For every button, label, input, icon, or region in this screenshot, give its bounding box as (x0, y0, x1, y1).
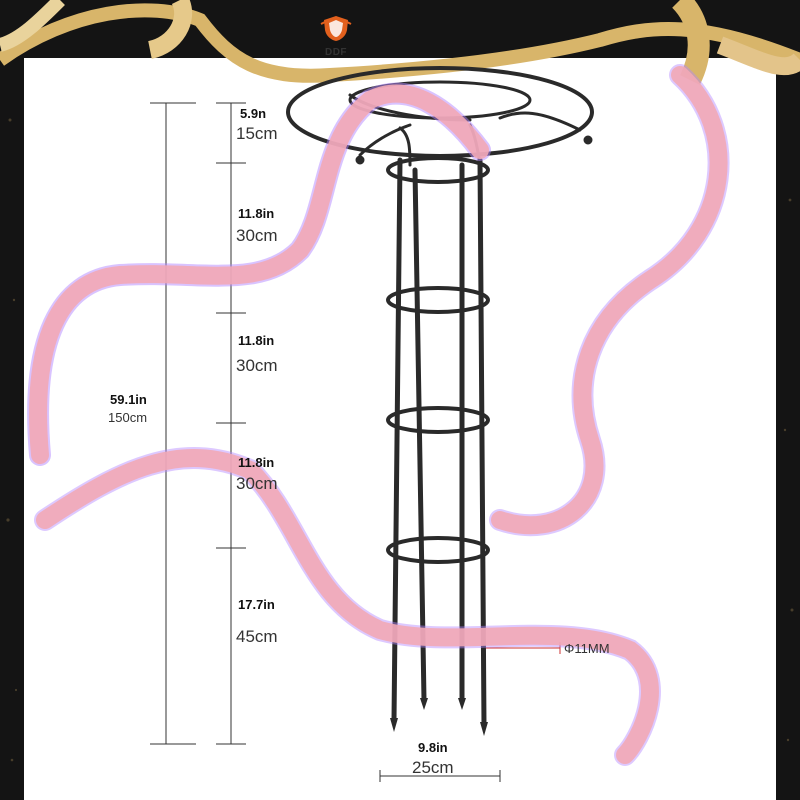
bottom-section-in: 17.7in (238, 597, 275, 612)
total-height-in: 59.1in (110, 392, 147, 407)
section-4-in: 11.8in (238, 455, 275, 470)
width-cm: 25cm (412, 758, 454, 777)
section-2-in: 11.8in (238, 206, 275, 221)
rod-diameter-label: Φ11MM (564, 641, 610, 656)
brand-name: DDF (324, 47, 348, 58)
section-3-in: 11.8in (238, 333, 275, 348)
total-height-cm: 150cm (108, 410, 148, 425)
top-section-in: 5.9n (240, 106, 267, 121)
brand-logo: DDF (316, 14, 356, 58)
section-2-cm: 30cm (236, 226, 278, 245)
width-in: 9.8in (418, 740, 448, 755)
bottom-section-cm: 45cm (236, 627, 278, 646)
section-4-cm: 30cm (236, 474, 278, 493)
section-3-cm: 30cm (236, 356, 278, 375)
top-section-cm: 15cm (236, 124, 278, 143)
shield-icon (320, 16, 352, 41)
